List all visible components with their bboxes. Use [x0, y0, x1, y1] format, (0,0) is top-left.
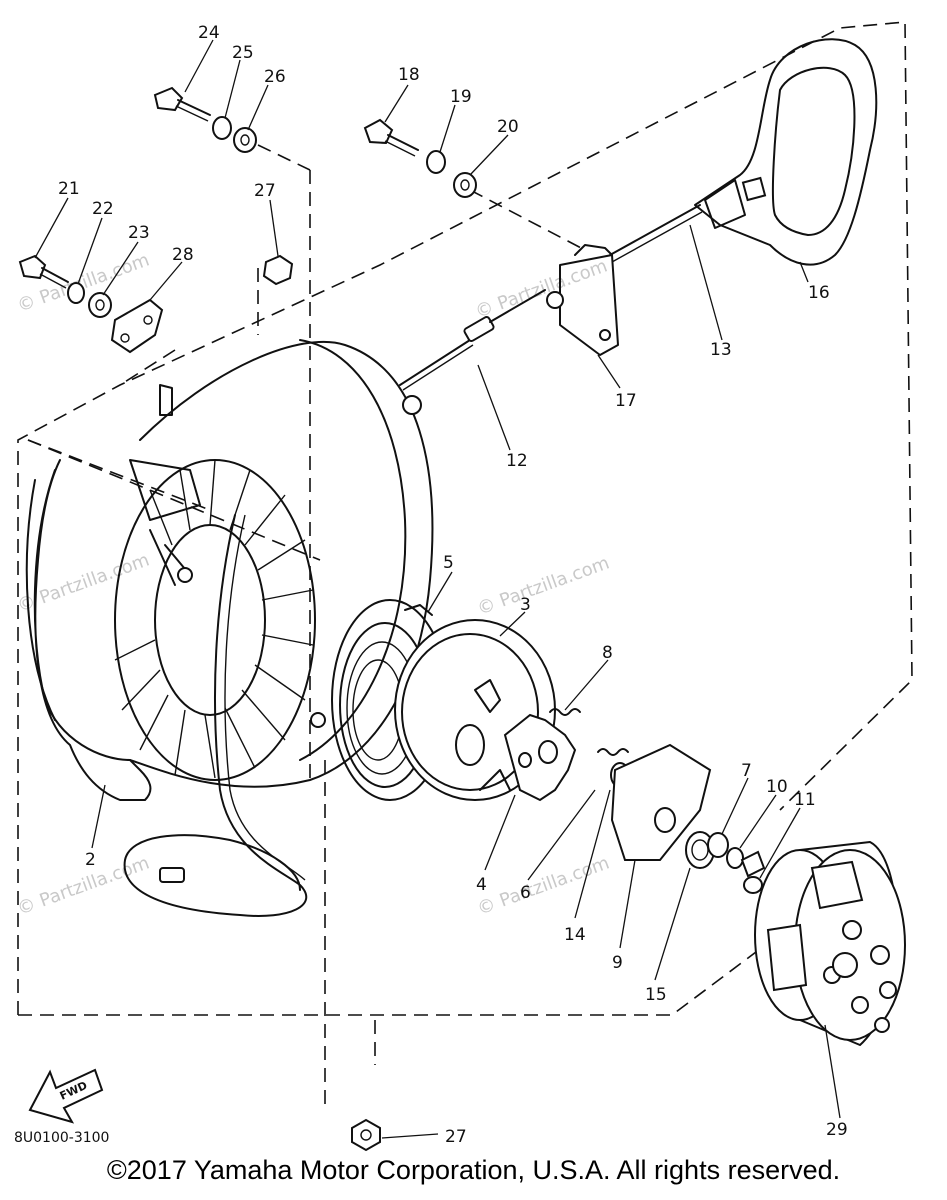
callout-17: 17	[615, 391, 637, 411]
callout-18: 18	[398, 65, 420, 85]
callout-23: 23	[128, 223, 150, 243]
starter-cup	[754, 841, 906, 1046]
callout-28: 28	[172, 245, 194, 265]
callout-15: 15	[645, 985, 667, 1005]
callout-20: 20	[497, 117, 519, 137]
callout-25: 25	[232, 43, 254, 63]
callout-16: 16	[808, 283, 830, 303]
copyright-notice: ©2017 Yamaha Motor Corporation, U.S.A. A…	[106, 1155, 841, 1185]
wire-harness	[123, 514, 308, 917]
pawl-parts	[503, 708, 766, 894]
callout-6: 6	[520, 883, 531, 903]
callout-21: 21	[58, 179, 80, 199]
callouts: 24 25 26 18 19 20 27 21 22 23 28 16 13 1…	[14, 23, 848, 1147]
watermark-4: © Partzilla.com	[475, 852, 613, 919]
callout-2: 2	[85, 850, 96, 870]
callout-11: 11	[794, 790, 816, 810]
fan-housing	[25, 339, 434, 801]
callout-27-bottom: 27	[445, 1127, 467, 1147]
watermark-2: © Partzilla.com	[475, 552, 613, 619]
callout-9: 9	[612, 953, 623, 973]
callout-5: 5	[443, 553, 454, 573]
callout-8: 8	[602, 643, 613, 663]
leader-lines	[34, 39, 841, 1139]
callout-29: 29	[826, 1120, 848, 1140]
diagram-code: 8U0100-3100	[14, 1130, 109, 1146]
fwd-arrow-icon: FWD	[28, 1068, 104, 1124]
callout-13: 13	[710, 340, 732, 360]
watermark-1: © Partzilla.com	[473, 255, 611, 322]
callout-14: 14	[564, 925, 586, 945]
callout-27-top: 27	[254, 181, 276, 201]
starter-cable-assembly	[399, 38, 878, 391]
callout-7: 7	[741, 761, 752, 781]
watermark-5: © Partzilla.com	[15, 852, 153, 919]
fasteners	[18, 86, 477, 1152]
assembly-boundary	[17, 21, 913, 1110]
callout-26: 26	[264, 67, 286, 87]
callout-12: 12	[506, 451, 528, 471]
callout-24: 24	[198, 23, 220, 43]
callout-10: 10	[766, 777, 788, 797]
callout-4: 4	[476, 875, 487, 895]
callout-19: 19	[450, 87, 472, 107]
callout-22: 22	[92, 199, 114, 219]
callout-3: 3	[520, 595, 531, 615]
